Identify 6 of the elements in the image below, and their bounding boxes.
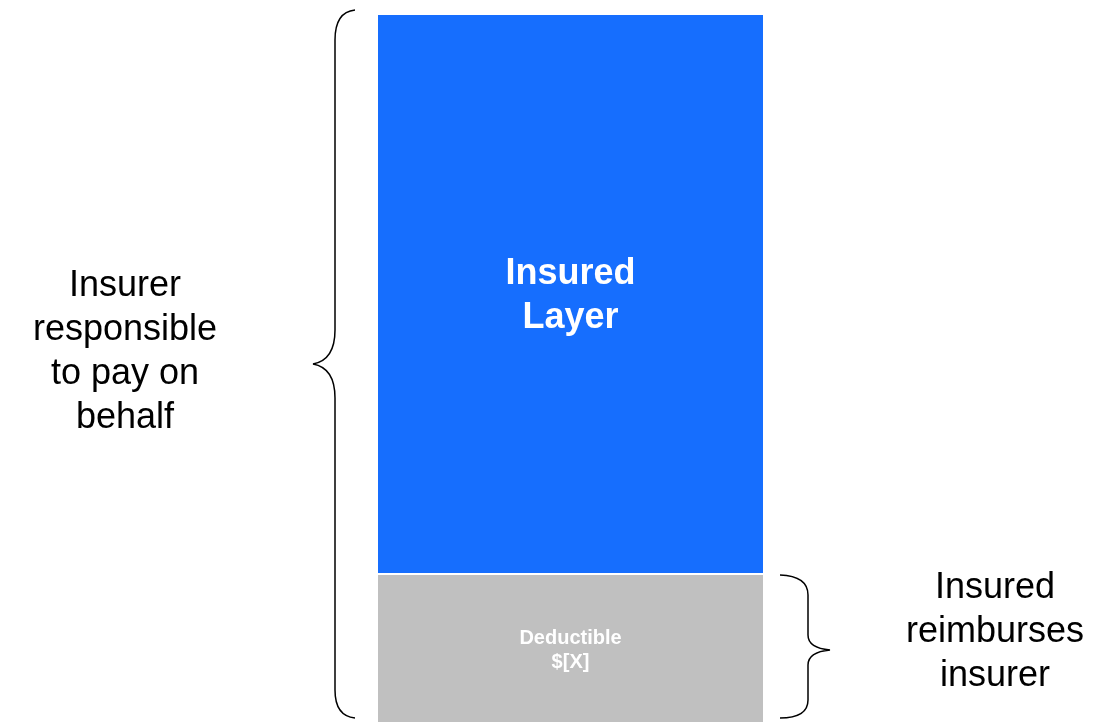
layer-label: Deductible $[X] [518, 624, 623, 673]
layer-label: Insured Layer [504, 250, 637, 338]
bracket-note: Insurer responsible to pay on behalf [31, 262, 219, 438]
deductible-block [378, 575, 763, 722]
bracket-note: Insured reimburses insurer [904, 564, 1086, 696]
insured-layer-block [378, 15, 763, 573]
